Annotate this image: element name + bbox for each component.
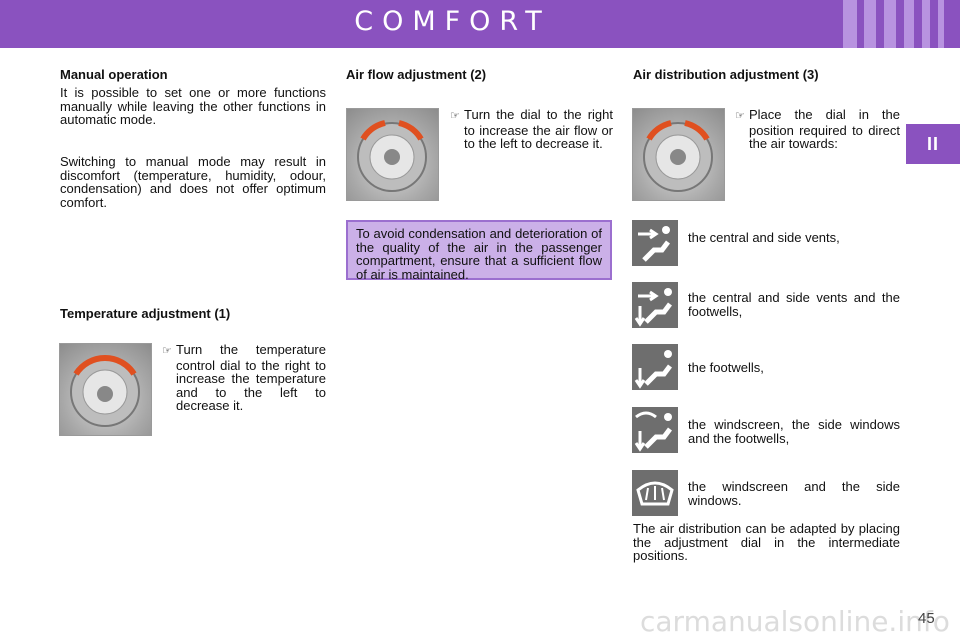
pointing-hand-icon: ☞ [450,110,460,122]
page-title: COMFORT [354,6,551,37]
option-label-1: the central and side vents, [688,230,840,245]
airflow-dial-icon [357,120,427,192]
vent-face-icon [632,220,678,266]
distribution-dial-icon [643,120,713,192]
airflow-instruction-text: Turn the dial to the right to increase t… [464,107,613,151]
temperature-instruction-text: Turn the temperature control dial to the… [176,342,326,413]
option-label-4: the windscreen, the side windows and the… [688,417,900,446]
page-header: COMFORT [0,0,960,48]
temperature-dial-photo [59,343,152,436]
watermark: carmanualsonline.info [640,605,950,638]
header-stripe [904,0,914,48]
distribution-footer: The air distribution can be adapted by p… [633,521,900,563]
header-stripe [922,0,930,48]
temperature-instruction: ☞ Turn the temperature control dial to th… [162,342,326,413]
manual-heading: Manual operation [60,67,168,82]
option-label-3: the footwells, [688,360,764,375]
distribution-instruction-text: Place the dial in the position required … [749,107,900,151]
header-stripe [864,0,876,48]
vent-face-feet-icon [632,282,678,328]
windscreen-demist-icon [632,470,678,516]
pointing-hand-icon: ☞ [162,345,172,357]
page-number: 45 [918,610,935,627]
header-stripe [884,0,896,48]
distribution-heading: Air distribution adjustment (3) [633,67,819,82]
pointing-hand-icon: ☞ [735,110,745,122]
airflow-dial-photo [346,108,439,201]
airflow-heading: Air flow adjustment (2) [346,67,487,82]
distribution-dial-photo [632,108,725,201]
distribution-instruction: ☞ Place the dial in the position required… [735,107,900,151]
temperature-heading: Temperature adjustment (1) [60,306,231,321]
windscreen-feet-icon [632,407,678,453]
vent-feet-icon [632,344,678,390]
header-stripe [938,0,944,48]
airflow-instruction: ☞ Turn the dial to the right to increase … [450,107,613,151]
option-label-5: the windscreen and the side windows. [688,479,900,508]
manual-para-2: Switching to manual mode may result in d… [60,154,326,210]
section-tab: II [906,124,960,164]
temperature-dial-icon [70,354,140,427]
condensation-note: To avoid condensation and deterioration … [346,220,612,281]
option-label-2: the central and side vents and the footw… [688,290,900,319]
header-stripe [843,0,857,48]
manual-para-1: It is possible to set one or more functi… [60,85,326,127]
